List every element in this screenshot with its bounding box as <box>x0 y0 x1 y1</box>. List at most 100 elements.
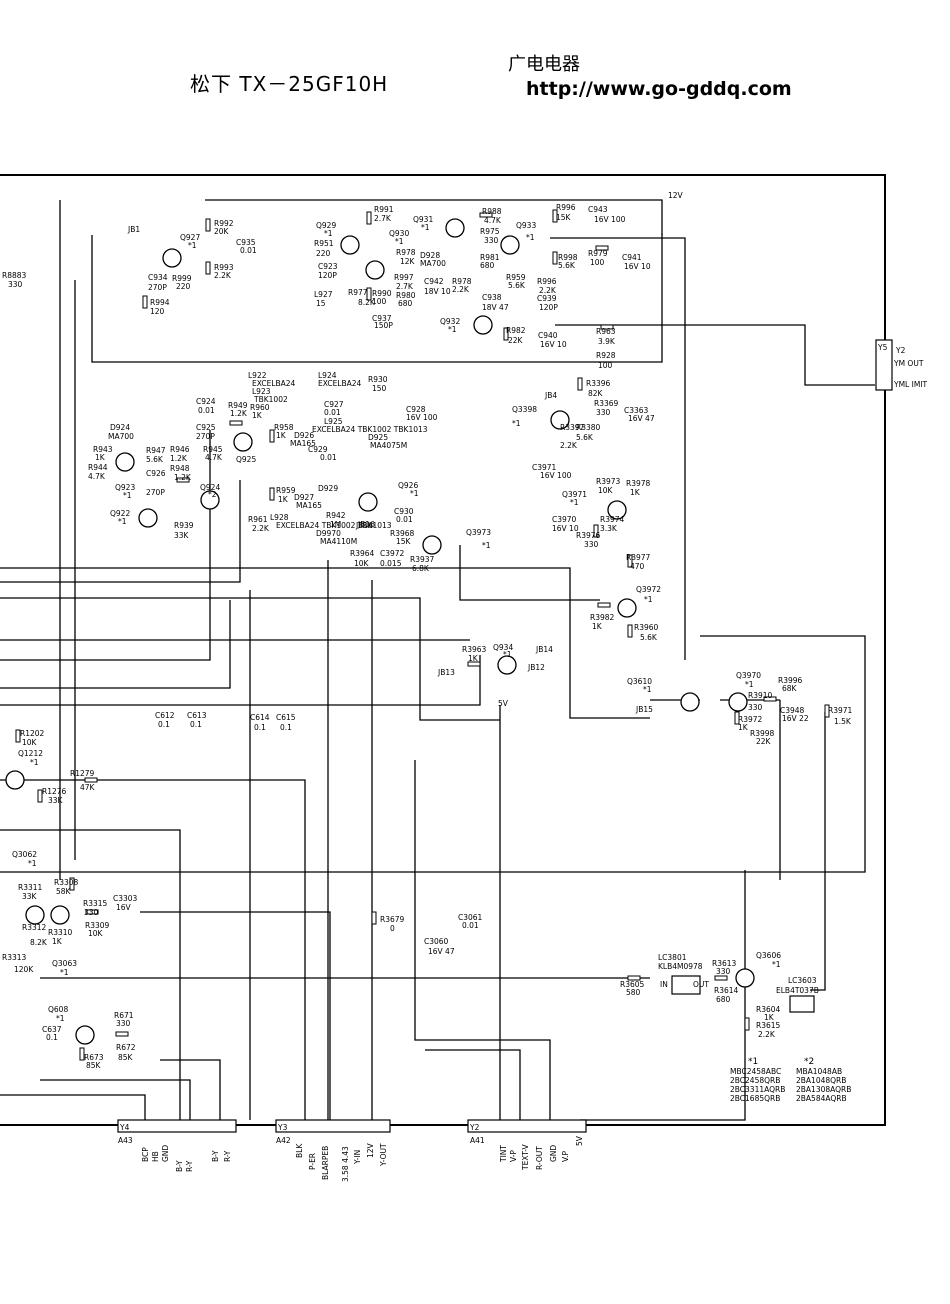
legend-col1-2-label: 2BC3311AQRB <box>730 1085 785 1094</box>
q608-label: Q608 <box>48 1005 68 1014</box>
components-73-ref-label: R3396 <box>586 379 611 388</box>
connectors-1-pins-1-label: P-ER <box>308 1153 317 1170</box>
components-32-val-label: 16V 10 <box>540 340 567 349</box>
connectors-2-ref-label: Y2 <box>469 1123 480 1132</box>
components-2-ref-label: C935 <box>236 238 256 247</box>
schematic-shape <box>205 261 211 275</box>
legend-col2-0-label: MBA1048AB <box>796 1067 842 1076</box>
bus-low-7 <box>160 1059 221 1120</box>
q933-symbol <box>500 235 520 255</box>
components-64-val-label: MA165 <box>296 501 322 510</box>
q922-symbol <box>138 508 158 528</box>
q927-symbol <box>162 248 182 268</box>
schematic-shape <box>69 877 75 891</box>
components-19-ref-label: R975 <box>480 227 500 236</box>
components-43-ref-label: R949 <box>228 401 248 410</box>
components-94-ref-label: C612 <box>155 711 175 720</box>
jumpers-0-label: JB1 <box>127 225 140 234</box>
schematic-shape <box>205 218 211 232</box>
components-15-ref-label: R980 <box>396 291 416 300</box>
schematic-shape <box>366 287 372 301</box>
connectors-2-name-label: A41 <box>470 1136 485 1145</box>
components-109-ref-label: R3679 <box>380 915 405 924</box>
connectors-0-ref-label: Y4 <box>119 1123 130 1132</box>
components-51-val-label: 1K <box>95 453 106 462</box>
components-43-val-label: 1.2K <box>230 409 248 418</box>
components-96-ref-label: C614 <box>250 713 270 722</box>
modules-lc3801-in-label: IN <box>660 980 668 989</box>
modules-lc3801-part-label: KLB4M0978 <box>658 962 703 971</box>
components-44-ref-label: R960 <box>250 403 270 412</box>
components-5-ref-label: R994 <box>150 298 170 307</box>
q926-mark: *1 <box>410 489 419 498</box>
components-92-ref-label: R3972 <box>738 715 763 724</box>
components-98-ref-label: R1202 <box>20 729 45 738</box>
site-url: http://www.go-gddq.com <box>526 78 792 100</box>
components-26-ref-label: R979 <box>588 249 608 258</box>
components-103-val-label: 330 <box>84 908 99 917</box>
connector-y4: Y4 A43 BCP HB GND B-Y R-Y B-Y R-Y <box>117 1119 237 1172</box>
bus-mid-2 <box>0 480 241 583</box>
connectors-1-pins-4-label: Y-IN <box>353 1150 362 1165</box>
components-111-val-label: 16V 47 <box>428 947 455 956</box>
components-58-val-label: 0.01 <box>320 453 337 462</box>
components-117-ref-label: R3613 <box>712 959 737 968</box>
components-103-ref-label: R3315 <box>83 899 108 908</box>
q934-label: Q934 <box>493 643 513 652</box>
components-112-ref-label: R671 <box>114 1011 134 1020</box>
schematic-shape <box>479 212 493 218</box>
components-68-val-label: 0.01 <box>396 515 413 524</box>
components-40-ref-label: R930 <box>368 375 388 384</box>
q931-label: Q931 <box>413 215 433 224</box>
modules-lc3801-out-label: OUT <box>693 980 709 989</box>
components-61-val-label: 1K <box>278 495 289 504</box>
components-58-ref-label: C929 <box>308 445 328 454</box>
components-89-val-label: 330 <box>748 703 763 712</box>
schematic-shape <box>789 995 815 1013</box>
bus-mid-6 <box>0 600 231 689</box>
schematic-shape <box>627 975 641 981</box>
q931-mark: *1 <box>421 223 430 232</box>
components-40-val-label: 150 <box>372 384 387 393</box>
components-106-val-label: 1K <box>52 937 63 946</box>
components-21-val-label: 2.2K <box>452 285 470 294</box>
components-30-val-label: 120P <box>539 303 558 312</box>
components-3-val-label: 270P <box>148 283 167 292</box>
connectors-1-pins-5-label: 12V <box>366 1142 375 1158</box>
components-97-ref-label: C615 <box>276 713 296 722</box>
q3606-symbol <box>735 968 755 988</box>
schematic-shape <box>597 602 611 608</box>
components-7-ref-label: C923 <box>318 262 338 271</box>
components-8-ref-label: L927 <box>314 290 333 299</box>
components-59-ref-label: D929 <box>318 484 338 493</box>
components-104-val-label: 16V <box>116 903 132 912</box>
components-17-ref-label: C942 <box>424 277 444 286</box>
components-27-ref-label: C941 <box>622 253 642 262</box>
components-78-ref-label: R3973 <box>596 477 621 486</box>
components-26-val-label: 100 <box>590 258 605 267</box>
legend-col2-2-label: 2BA1308AQRB <box>796 1085 851 1094</box>
components-3-ref-label: C934 <box>148 273 168 282</box>
q3610-symbol <box>680 692 700 712</box>
components-44-val-label: 1K <box>252 411 263 420</box>
q3971-label: Q3971 <box>562 490 587 499</box>
components-83-val-label: 330 <box>584 540 599 549</box>
components-34-ref-label: R928 <box>596 351 616 360</box>
q3972-symbol <box>617 598 637 618</box>
components-102-val-label: 58K <box>56 887 72 896</box>
components-53-val-label: 1.2K <box>170 454 188 463</box>
components-84-val-label: 470 <box>630 562 645 571</box>
q932-mark: *1 <box>448 325 457 334</box>
passive-symbols <box>15 209 830 1061</box>
components-60-val-label: 33K <box>174 531 190 540</box>
q608-mark: *1 <box>56 1014 65 1023</box>
bus-right-1 <box>550 237 686 660</box>
components-71-ref-label: C3972 <box>380 549 405 558</box>
components-0-val-label: 20K <box>214 227 230 236</box>
connectors-1-pins-6-label: Y-OUT <box>379 1143 388 1167</box>
components-29-val-label: 2.2K <box>539 286 557 295</box>
components-23-ref-label: R996 <box>556 203 576 212</box>
q3063-label: Q3063 <box>52 959 77 968</box>
modules-lc3603-part-label: ELB4T037B <box>776 986 819 995</box>
components-25-val-label: 5.6K <box>558 261 576 270</box>
